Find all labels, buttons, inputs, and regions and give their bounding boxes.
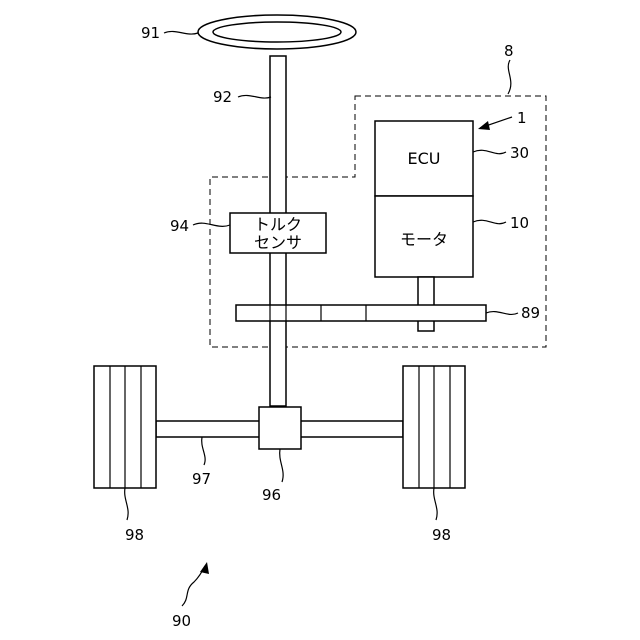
wheel-left [94, 366, 156, 488]
leader-96 [280, 449, 283, 482]
ref-91: 91 [141, 24, 160, 42]
wheel-right [403, 366, 465, 488]
gearbox [259, 407, 301, 449]
leader-10 [473, 220, 506, 223]
steering-wheel [198, 15, 356, 49]
leader-98-right [434, 488, 437, 520]
ref-89: 89 [521, 304, 540, 322]
ref-94: 94 [170, 217, 189, 235]
leader-98-left [125, 488, 128, 520]
ref-90: 90 [172, 612, 191, 630]
torque-sensor-label-line2: センサ [254, 233, 302, 252]
leader-97 [202, 437, 205, 465]
ref-98-left: 98 [125, 526, 144, 544]
leader-94 [193, 223, 230, 226]
ecu-label: ECU [408, 149, 441, 168]
torque-sensor-label-line1: トルク [254, 215, 302, 234]
leader-92 [238, 95, 271, 98]
motor-output-shaft [418, 277, 434, 331]
leader-30 [473, 150, 506, 153]
ref-8: 8 [504, 42, 514, 60]
ref-30: 30 [510, 144, 529, 162]
ref-92: 92 [213, 88, 232, 106]
ref-97: 97 [192, 470, 211, 488]
arrow-vehicle-90 [182, 562, 209, 606]
ref-1: 1 [517, 109, 527, 127]
leader-8 [508, 60, 511, 94]
leader-91 [164, 31, 198, 34]
ref-96: 96 [262, 486, 281, 504]
leader-89 [486, 312, 518, 315]
arrow-device-1 [478, 117, 512, 130]
reduction-gear [236, 305, 486, 321]
ref-98-right: 98 [432, 526, 451, 544]
ref-10: 10 [510, 214, 529, 232]
motor-label: モータ [400, 230, 448, 249]
